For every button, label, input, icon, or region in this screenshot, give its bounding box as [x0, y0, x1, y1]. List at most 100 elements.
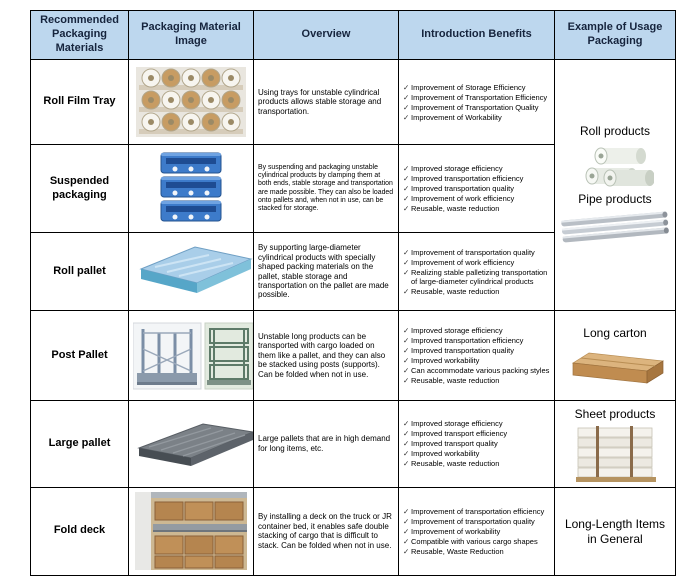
check-icon: ✓ — [403, 102, 410, 112]
roll-pallet-image — [139, 245, 253, 293]
benefit-item: ✓Improved transportation quality — [403, 346, 550, 355]
benefits-roll-pallet: ✓Improvement of transportation quality✓I… — [398, 232, 555, 311]
benefit-item: ✓Improvement of transportation quality — [403, 517, 550, 526]
benefit-item: ✓Improvement of workability — [403, 527, 550, 536]
post-pallet-image — [133, 322, 253, 389]
table-row: Suspended packaging — [30, 144, 676, 233]
header-introduction-benefits: Introduction Benefits — [398, 10, 555, 60]
benefit-item: ✓Improved transportation efficiency — [403, 336, 550, 345]
overview-suspended-packaging: By suspending and packaging unstable cyl… — [253, 144, 399, 233]
benefit-item: ✓Improved transportation efficiency — [403, 174, 550, 183]
row-title-suspended-packaging: Suspended packaging — [30, 144, 129, 233]
benefit-item: ✓Improved transport efficiency — [403, 429, 550, 438]
check-icon: ✓ — [403, 326, 410, 335]
post-pallet-image-cell — [128, 310, 254, 401]
benefit-item: ✓Reusable, Waste Reduction — [403, 547, 550, 556]
fold-deck-image — [135, 492, 247, 571]
benefit-item: ✓Improvement of transportation quality — [403, 248, 550, 257]
benefit-text: Improved transport efficiency — [411, 429, 508, 439]
example-label-sheet-products: Sheet products — [574, 407, 656, 421]
roll-pallet-image-cell — [128, 232, 254, 311]
header-overview: Overview — [253, 10, 399, 60]
table-row: Roll pallet By supporting large-diameter… — [30, 232, 676, 311]
check-icon: ✓ — [403, 506, 410, 516]
check-icon: ✓ — [403, 366, 410, 375]
header-packaging-material-image: Packaging Material Image — [128, 10, 254, 60]
suspended-packaging-image-cell — [128, 144, 254, 233]
benefit-item: ✓Improved storage efficiency — [403, 164, 550, 173]
packaging-materials-table: Recommended Packaging Materials Packagin… — [30, 10, 676, 576]
check-icon: ✓ — [403, 346, 410, 355]
benefit-text: Improved transportation efficiency — [411, 174, 524, 183]
check-icon: ✓ — [403, 247, 410, 257]
benefits-post-pallet: ✓Improved storage efficiency✓Improved tr… — [398, 310, 555, 401]
benefit-text: Improvement of transportation quality — [411, 247, 535, 257]
example-long-length-items-cell: Long-Length Items in General — [554, 486, 676, 576]
check-icon: ✓ — [403, 536, 410, 546]
benefits-large-pallet: ✓Improved storage efficiency✓Improved tr… — [398, 400, 555, 488]
roll-film-tray-image-cell — [128, 59, 254, 145]
benefit-item: ✓Reusable, waste reduction — [403, 204, 550, 213]
benefit-text: Improvement of Transportation Quality — [411, 102, 539, 112]
benefit-item: ✓Can accommodate various packing styles — [403, 366, 550, 375]
check-icon: ✓ — [403, 459, 410, 469]
packaging-table-wrapper: Recommended Packaging Materials Packagin… — [30, 10, 676, 576]
check-icon: ✓ — [403, 516, 410, 526]
example-label-roll-products: Roll products — [579, 124, 651, 139]
benefit-text: Improved transportation quality — [411, 346, 514, 355]
check-icon: ✓ — [403, 92, 410, 102]
benefit-text: Improvement of transportation quality — [411, 516, 535, 526]
benefit-text: Improved storage efficiency — [411, 326, 503, 335]
check-icon: ✓ — [403, 429, 410, 439]
check-icon: ✓ — [403, 286, 410, 296]
row-title-large-pallet: Large pallet — [30, 400, 129, 488]
benefit-item: ✓Improved transportation quality — [403, 184, 550, 193]
check-icon: ✓ — [403, 376, 410, 385]
benefit-text: Can accommodate various packing styles — [411, 366, 550, 375]
benefit-item: ✓Compatible with various cargo shapes — [403, 537, 550, 546]
example-roll-pipe-products-cell: Roll products Pipe products — [554, 59, 676, 311]
benefits-fold-deck: ✓Improvement of transportation efficienc… — [398, 486, 555, 576]
benefit-item: ✓Realizing stable palletizing transporta… — [403, 268, 550, 286]
large-pallet-image — [137, 423, 253, 466]
benefit-text: Reusable, Waste Reduction — [411, 546, 504, 556]
benefit-item: ✓Reusable, waste reduction — [403, 459, 550, 468]
check-icon: ✓ — [403, 82, 410, 92]
benefit-text: Realizing stable palletizing transportat… — [411, 267, 548, 286]
benefit-text: Compatible with various cargo shapes — [411, 536, 538, 546]
check-icon: ✓ — [403, 204, 410, 213]
header-row: Recommended Packaging Materials Packagin… — [30, 10, 676, 60]
row-title-post-pallet: Post Pallet — [30, 310, 129, 401]
benefit-item: ✓Improvement of Workability — [403, 113, 550, 122]
benefit-text: Improved transportation quality — [411, 184, 514, 193]
benefit-text: Improvement of workability — [411, 526, 501, 536]
benefit-text: Improved transportation efficiency — [411, 336, 524, 345]
check-icon: ✓ — [403, 164, 410, 173]
check-icon: ✓ — [403, 336, 410, 345]
check-icon: ✓ — [403, 419, 410, 429]
benefit-item: ✓Improved storage efficiency — [403, 419, 550, 428]
benefit-text: Improvement of work efficiency — [411, 257, 515, 267]
benefit-item: ✓Improved workability — [403, 356, 550, 365]
benefit-item: ✓Reusable, waste reduction — [403, 376, 550, 385]
row-title-fold-deck: Fold deck — [30, 486, 129, 576]
benefit-item: ✓Improvement of work efficiency — [403, 194, 550, 203]
benefit-text: Improvement of transportation efficiency — [411, 506, 545, 516]
header-example-of-usage-packaging: Example of Usage Packaging — [554, 10, 676, 60]
table-row: Post Pallet — [30, 310, 676, 401]
overview-fold-deck: By installing a deck on the truck or JR … — [253, 486, 399, 576]
check-icon: ✓ — [403, 449, 410, 459]
overview-large-pallet: Large pallets that are in high demand fo… — [253, 400, 399, 488]
row-title-roll-pallet: Roll pallet — [30, 232, 129, 311]
roll-film-tray-image — [136, 67, 246, 137]
pipe-products-image — [561, 211, 669, 242]
benefit-item: ✓Improvement of work efficiency — [403, 258, 550, 267]
long-carton-image — [571, 352, 665, 384]
example-label-long-length-items: Long-Length Items in General — [564, 516, 666, 547]
suspended-packaging-image — [160, 152, 222, 221]
benefit-item: ✓Improvement of Transportation Efficienc… — [403, 93, 550, 102]
roll-products-image — [585, 147, 654, 187]
benefits-suspended-packaging: ✓Improved storage efficiency✓Improved tr… — [398, 144, 555, 233]
benefit-text: Improved workability — [411, 449, 480, 459]
example-label-pipe-products: Pipe products — [578, 192, 652, 206]
